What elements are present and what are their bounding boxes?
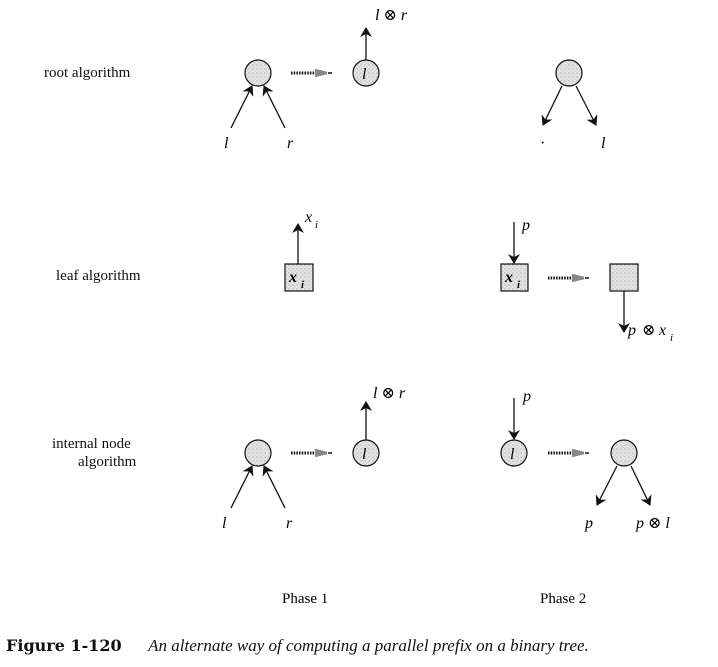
- node-stores-l: [500, 439, 528, 467]
- label-x: x: [658, 322, 666, 339]
- label-r: r: [286, 515, 293, 532]
- root-node: [244, 59, 272, 87]
- label-p: p: [522, 388, 531, 405]
- transition-arrow: [289, 67, 334, 79]
- arrow-out-left: [541, 85, 563, 126]
- leaf-phase2: p x i p ⊗ x i: [500, 217, 673, 344]
- node-label-l: l: [510, 446, 515, 463]
- phase2-label: Phase 2: [540, 591, 586, 607]
- phase1-label: Phase 1: [282, 591, 328, 607]
- label-l: l: [601, 135, 606, 152]
- transition-arrow: [546, 272, 591, 284]
- label-r: r: [287, 135, 294, 152]
- leaf-node: [500, 263, 529, 292]
- label-l-otimes-r: l ⊗ r: [373, 385, 406, 402]
- internal-phase2: p l p p ⊗ l: [500, 388, 670, 532]
- arrow-out-right: [575, 85, 598, 126]
- root-phase2: · l: [540, 59, 606, 152]
- label-l: l: [224, 135, 229, 152]
- transition-arrow: [289, 447, 334, 459]
- node-label-i: i: [517, 279, 521, 291]
- row-label-root: root algorithm: [44, 65, 131, 81]
- internal-node: [244, 439, 272, 467]
- node-label-x: x: [288, 269, 297, 286]
- node-label-x: x: [504, 269, 513, 286]
- label-dot: ·: [540, 135, 545, 152]
- label-otimes: ⊗: [642, 322, 655, 339]
- root-node: [555, 59, 583, 87]
- node-label-l: l: [362, 66, 367, 83]
- internal-node-after: [610, 439, 638, 467]
- transition-arrow: [546, 447, 591, 459]
- label-p-otimes-l: p ⊗ l: [635, 515, 670, 532]
- label-l: l: [222, 515, 227, 532]
- arrow-r-in: [262, 85, 286, 129]
- row-label-internal-1: internal node: [52, 436, 131, 452]
- leaf-node: [284, 263, 314, 292]
- arrow-out-left: [595, 465, 618, 506]
- row-label-leaf: leaf algorithm: [56, 268, 141, 284]
- caption-text: An alternate way of computing a parallel…: [148, 636, 589, 655]
- label-p: p: [584, 515, 593, 532]
- label-l-otimes-r: l ⊗ r: [375, 7, 408, 24]
- node-label-i: i: [301, 279, 305, 291]
- internal-phase1: l r l l ⊗ r: [222, 385, 406, 532]
- label-p: p: [627, 322, 636, 339]
- arrow-out-right: [630, 465, 652, 506]
- root-phase1: l r l l ⊗ r: [224, 7, 408, 152]
- leaf-phase1: x i x i: [284, 209, 318, 292]
- leaf-node-after: [609, 263, 639, 292]
- arrow-l-in: [230, 465, 254, 509]
- figure-number: Figure 1-120: [6, 636, 122, 655]
- row-label-internal-2: algorithm: [78, 454, 137, 470]
- arrow-r-in: [262, 465, 286, 509]
- label-p: p: [521, 217, 530, 234]
- arrow-l-in: [230, 85, 254, 129]
- label-x: x: [304, 209, 312, 226]
- label-i: i: [315, 219, 318, 231]
- figure-caption: Figure 1-120 An alternate way of computi…: [6, 636, 589, 656]
- node-label-l: l: [362, 446, 367, 463]
- label-i: i: [670, 332, 673, 344]
